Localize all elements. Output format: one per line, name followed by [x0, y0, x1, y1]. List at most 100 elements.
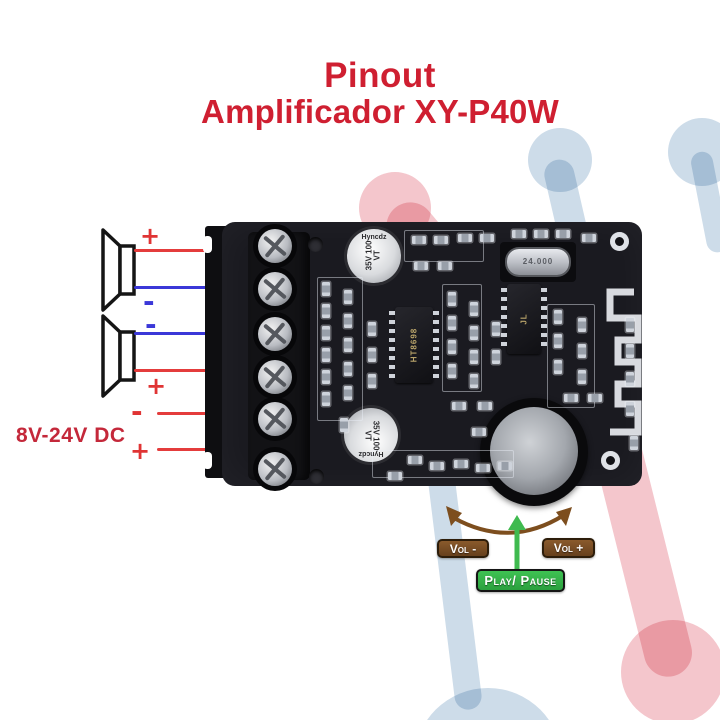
mounting-hole — [601, 451, 620, 470]
power-voltage-label: 8V-24V DC — [16, 424, 126, 447]
mounting-hole — [309, 469, 324, 484]
smd-component — [322, 326, 330, 340]
silkscreen-outline — [442, 284, 482, 392]
speaker2-minus-label: - — [145, 308, 157, 341]
pcb: Hyncdz 35V 100 VT Hyncdz 35V 100 VT 24.0… — [222, 222, 642, 506]
decor-blue-dot-3 — [414, 688, 562, 720]
smd-component — [448, 316, 456, 330]
title-line-1: Pinout — [324, 56, 436, 95]
terminal-screw — [258, 452, 292, 486]
smd-component — [626, 318, 634, 332]
speaker2-negative-wire — [134, 332, 214, 335]
smd-component — [554, 334, 562, 348]
smd-component — [578, 370, 586, 384]
smd-component — [408, 456, 422, 464]
power-minus-label: - — [131, 395, 143, 428]
bluetooth-antenna-icon — [606, 288, 642, 436]
smd-component — [492, 350, 500, 364]
page-title: Pinout Amplificador XY-P40W — [0, 56, 720, 130]
crystal-oscillator: 24.000 — [507, 249, 569, 275]
vol-minus-button: Vol - — [437, 539, 489, 558]
power-inductor-top — [490, 407, 578, 495]
smd-component — [368, 374, 376, 388]
smd-component — [470, 350, 478, 364]
smd-component — [448, 292, 456, 306]
speaker1-positive-wire — [134, 249, 214, 252]
smd-component — [322, 304, 330, 318]
smd-component — [472, 428, 486, 436]
smd-component — [458, 234, 472, 242]
smd-component — [564, 394, 578, 402]
silkscreen-outline — [547, 304, 595, 408]
smd-component — [582, 234, 596, 242]
smd-component — [588, 394, 602, 402]
smd-component — [554, 310, 562, 324]
smd-component — [454, 460, 468, 468]
play-pause-button: Play/ Pause — [476, 569, 565, 592]
power-positive-wire — [157, 448, 214, 451]
smd-component — [344, 338, 352, 352]
terminal-screw — [258, 317, 292, 351]
smd-component — [388, 472, 402, 480]
silkscreen-outline — [404, 230, 484, 262]
smd-component — [492, 322, 500, 336]
smd-component — [452, 402, 466, 410]
smd-component — [556, 230, 570, 238]
smd-component — [626, 372, 634, 386]
smd-component — [476, 464, 490, 472]
smd-component — [478, 402, 492, 410]
smd-component — [448, 340, 456, 354]
terminal-screw — [258, 272, 292, 306]
smd-component — [470, 302, 478, 316]
power-negative-wire — [157, 412, 214, 415]
power-plus-label: + — [130, 437, 151, 465]
smd-component — [412, 236, 426, 244]
smd-component — [512, 230, 526, 238]
smd-component — [322, 282, 330, 296]
smd-component — [470, 374, 478, 388]
speaker1-negative-wire — [134, 286, 214, 289]
vol-plus-button: Vol + — [542, 538, 595, 558]
smd-component — [578, 318, 586, 332]
smd-component — [368, 322, 376, 336]
volume-arc-arrow-icon — [446, 506, 572, 535]
smd-component — [554, 360, 562, 374]
speaker1-plus-label: + — [140, 222, 161, 250]
smd-component — [470, 326, 478, 340]
speaker1-minus-label: - — [143, 285, 155, 318]
smd-component — [340, 418, 348, 432]
smd-component — [322, 370, 330, 384]
smd-component — [448, 364, 456, 378]
title-line-2: Amplificador XY-P40W — [201, 92, 559, 130]
decor-pink-dot-bottom — [621, 620, 720, 720]
speaker2-plus-label: + — [146, 372, 167, 400]
smd-component — [430, 462, 444, 470]
smd-component — [438, 262, 452, 270]
smd-component — [534, 230, 548, 238]
smd-component — [322, 348, 330, 362]
smd-component — [434, 236, 448, 244]
amplifier-ic: HT8698 — [389, 307, 439, 383]
smd-component — [368, 348, 376, 362]
bluetooth-ic: JL — [501, 284, 547, 354]
smd-component — [480, 234, 494, 242]
mounting-hole — [610, 232, 629, 251]
smd-component — [322, 392, 330, 406]
terminal-screw — [258, 229, 292, 263]
smd-component — [626, 402, 634, 416]
smd-component — [344, 290, 352, 304]
speaker-icon-2 — [101, 314, 136, 398]
capacitor-top: Hyncdz 35V 100 VT — [347, 229, 401, 283]
smd-component — [578, 344, 586, 358]
silkscreen-outline — [372, 450, 514, 478]
smd-component — [344, 386, 352, 400]
smd-component — [344, 362, 352, 376]
smd-component — [344, 314, 352, 328]
smd-component — [630, 436, 638, 450]
amplifier-board: Hyncdz 35V 100 VT Hyncdz 35V 100 VT 24.0… — [203, 218, 650, 506]
terminal-screw — [258, 360, 292, 394]
smd-component — [626, 344, 634, 358]
speaker-icon-1 — [101, 228, 136, 312]
screw-terminal-block — [248, 232, 310, 480]
